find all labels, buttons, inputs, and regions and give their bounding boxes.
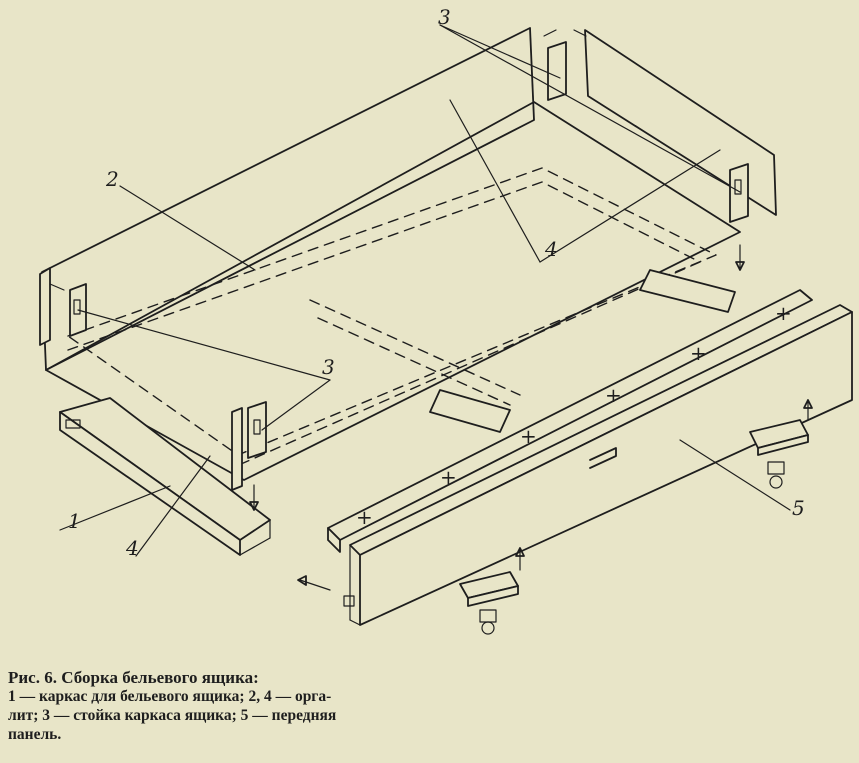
caption-line-2: лит; 3 — стойка каркаса ящика; 5 — перед… bbox=[8, 707, 337, 724]
cross-bar-middle bbox=[429, 389, 511, 433]
label-5: 5 bbox=[792, 496, 805, 520]
post-front bbox=[247, 401, 267, 459]
caption-title: Рис. 6. Сборка бельевого ящика: bbox=[8, 668, 259, 687]
svg-text:+: + bbox=[440, 465, 457, 489]
cross-bar-right bbox=[639, 269, 736, 313]
svg-text:+: + bbox=[690, 341, 707, 365]
caption-line-3: панель. bbox=[8, 726, 62, 743]
right-end-panel bbox=[584, 29, 777, 216]
label-4-bottom: 4 bbox=[125, 536, 139, 560]
bottom-panel bbox=[45, 101, 741, 481]
label-4-top: 4 bbox=[544, 237, 558, 261]
svg-text:+: + bbox=[775, 301, 792, 325]
caster-left bbox=[459, 571, 519, 635]
part-labels: 3 2 3 4 4 1 5 bbox=[68, 5, 805, 560]
left-end-panel bbox=[39, 267, 51, 346]
leader-lines bbox=[59, 24, 791, 557]
front-panel: + + + + + + bbox=[327, 289, 853, 626]
svg-text:+: + bbox=[356, 505, 373, 529]
svg-text:+: + bbox=[605, 383, 622, 407]
post-right bbox=[729, 163, 749, 223]
label-1: 1 bbox=[68, 509, 81, 533]
label-3-top: 3 bbox=[438, 5, 451, 29]
figure-caption: Рис. 6. Сборка бельевого ящика: 1 — карк… bbox=[8, 668, 428, 744]
arrows bbox=[49, 29, 813, 591]
box-front-strip bbox=[231, 407, 243, 491]
svg-text:+: + bbox=[520, 424, 537, 448]
caster-right bbox=[749, 419, 809, 489]
label-3-mid: 3 bbox=[322, 355, 335, 379]
caption-line-1: 1 — каркас для бельевого ящика; 2, 4 — о… bbox=[8, 688, 332, 705]
post-top bbox=[547, 41, 567, 101]
label-2: 2 bbox=[105, 167, 119, 191]
